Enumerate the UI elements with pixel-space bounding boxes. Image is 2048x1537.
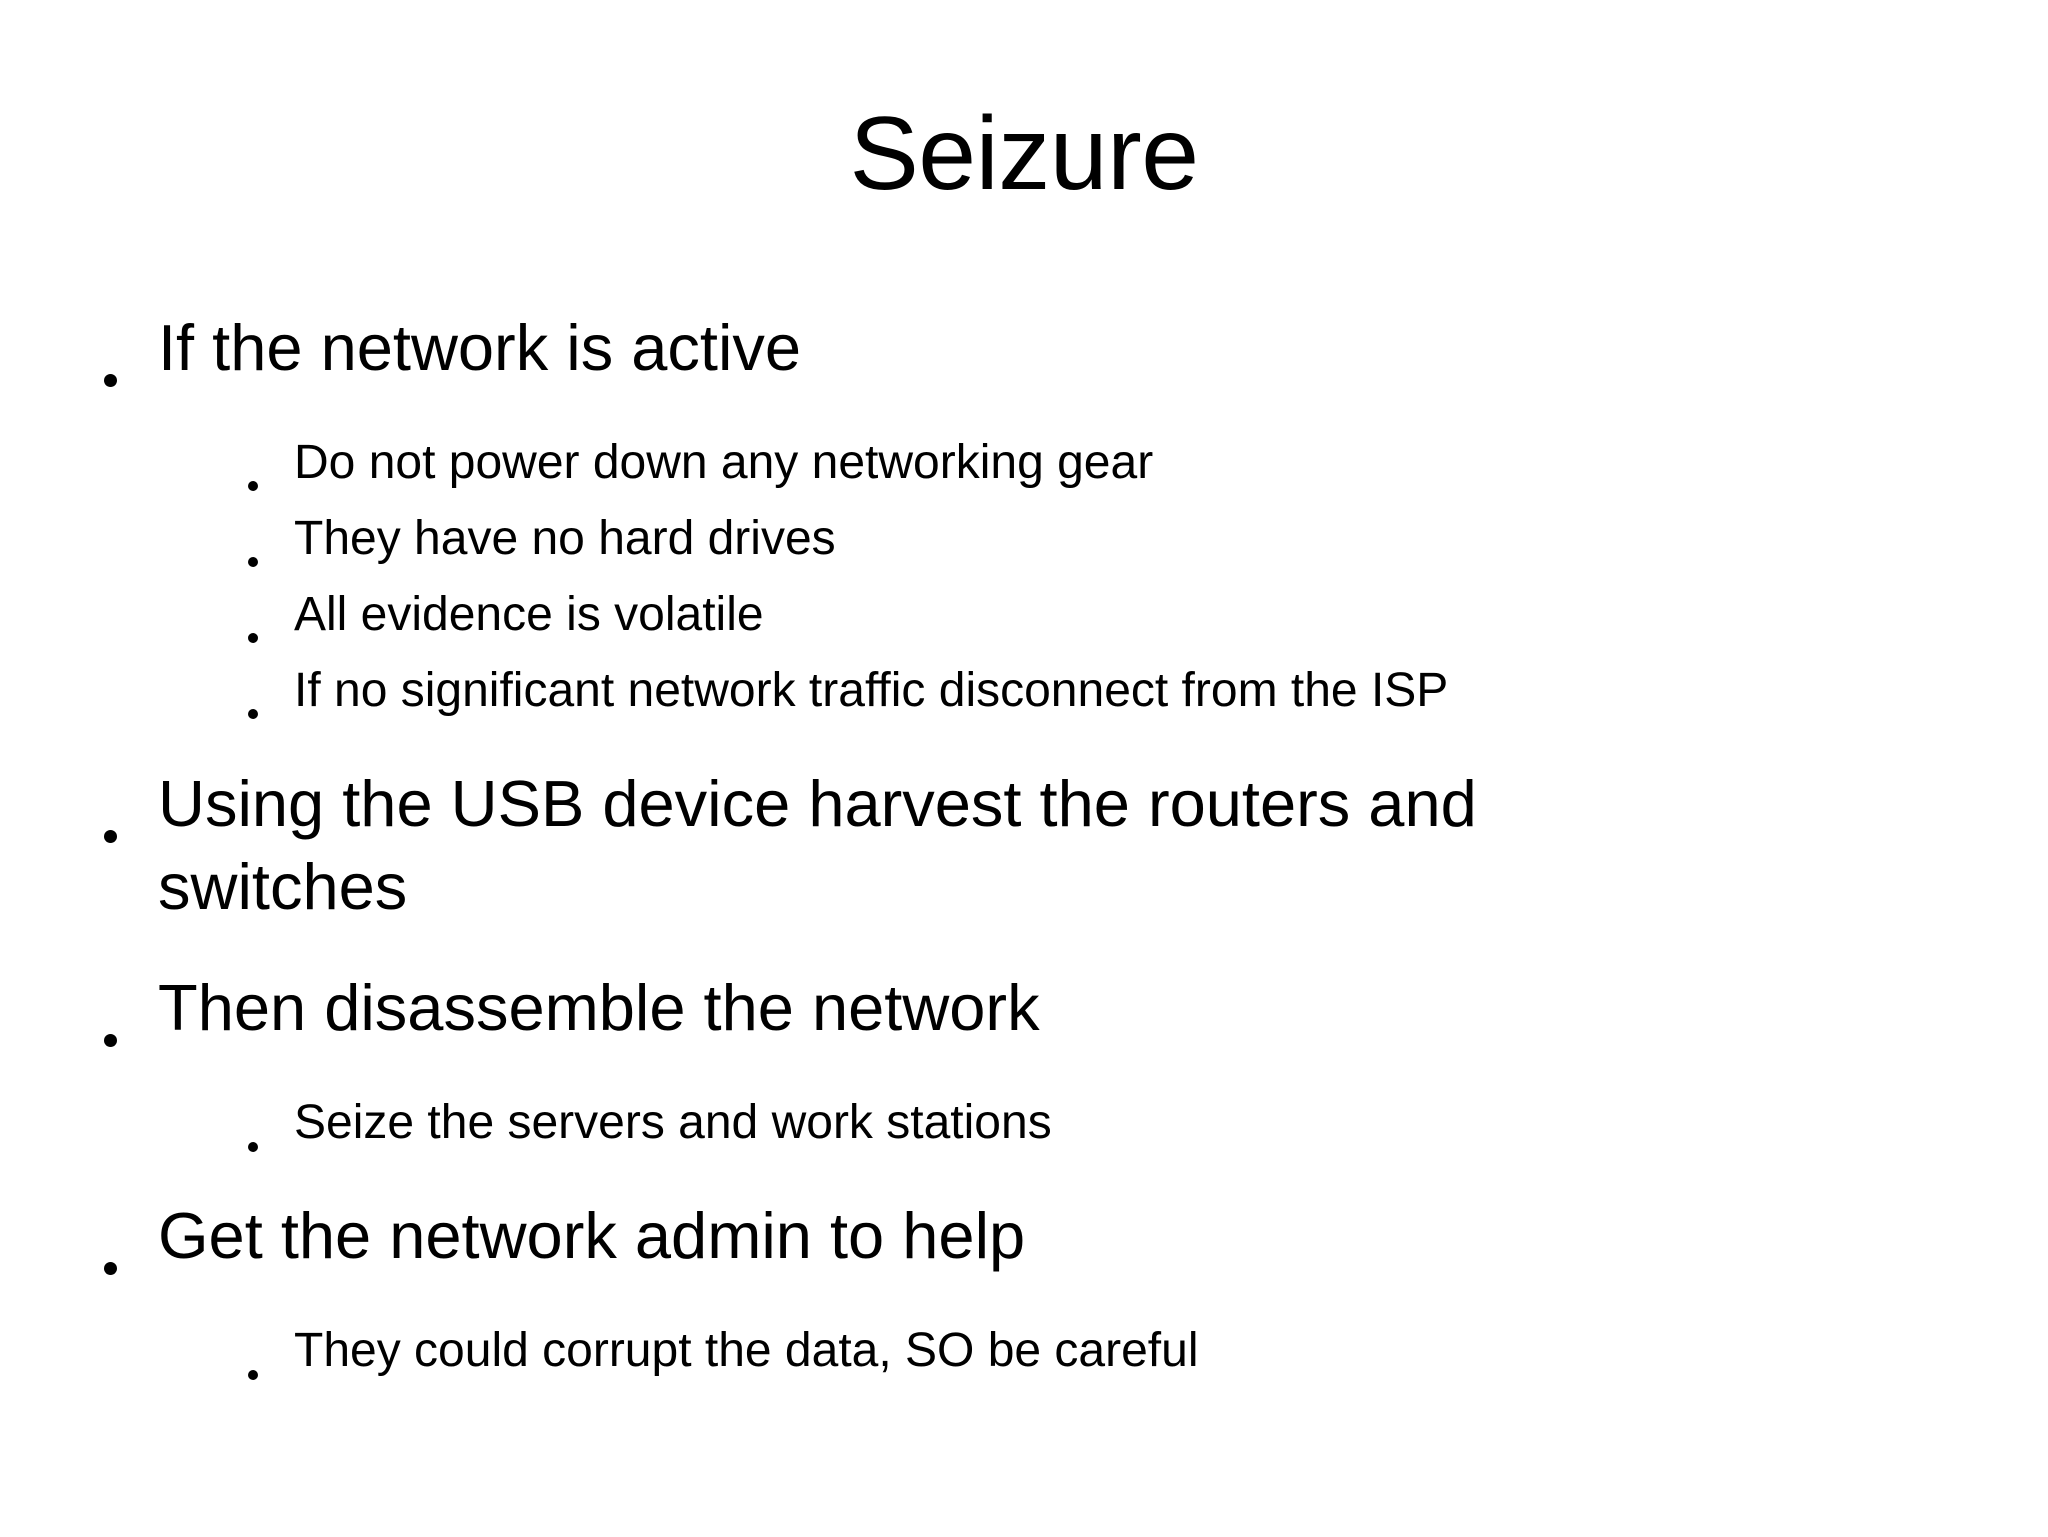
bullet-level1: Get the network admin to help	[96, 1194, 1976, 1290]
bullet-marker-icon	[96, 762, 158, 858]
bullet-level1-label: Get the network admin to help	[158, 1199, 1026, 1273]
bullet-level1: Using the USB device harvest the routers…	[96, 762, 1976, 928]
bullet-level1-label: Using the USB device harvest the routers…	[158, 767, 1477, 924]
page-title: Seizure	[849, 96, 1199, 212]
spacer	[96, 414, 1976, 432]
spacer	[96, 736, 1976, 762]
bullet-marker-icon	[248, 584, 294, 654]
bullet-level2-label: They could corrupt the data, SO be caref…	[294, 1324, 1199, 1378]
bullet-level1-label: Then disassemble the network	[158, 971, 1040, 1045]
bullet-marker-icon	[248, 432, 294, 502]
spacer	[96, 1074, 1976, 1092]
bullet-marker-icon	[96, 1194, 158, 1290]
bullet-level2: They have no hard drives	[248, 508, 1976, 578]
bullet-level2-label: Seize the servers and work stations	[294, 1096, 1052, 1150]
bullet-level2: All evidence is volatile	[248, 584, 1976, 654]
bullet-marker-icon	[248, 1092, 294, 1162]
spacer	[96, 940, 1976, 966]
bullet-marker-icon	[248, 660, 294, 730]
bullet-marker-icon	[248, 1320, 294, 1390]
spacer	[96, 1168, 1976, 1194]
bullet-level1-label: If the network is active	[158, 311, 802, 384]
bullet-level2: Do not power down any networking gear	[248, 432, 1976, 502]
bullet-level2: They could corrupt the data, SO be caref…	[248, 1320, 1976, 1390]
sub-bullet-group: Do not power down any networking gear Th…	[96, 432, 1976, 730]
slide-body: If the network is active Do not power do…	[96, 306, 1976, 1396]
bullet-level2-label: If no significant network traffic discon…	[294, 664, 1449, 717]
spacer	[96, 1302, 1976, 1320]
bullet-level2-label: They have no hard drives	[294, 512, 836, 565]
bullet-level2: Seize the servers and work stations	[248, 1092, 1976, 1162]
bullet-level2: If no significant network traffic discon…	[248, 660, 1976, 730]
bullet-marker-icon	[96, 306, 158, 402]
bullet-marker-icon	[96, 966, 158, 1062]
bullet-level2-label: All evidence is volatile	[294, 588, 764, 641]
bullet-level2-label: Do not power down any networking gear	[294, 436, 1154, 489]
bullet-marker-icon	[248, 508, 294, 578]
sub-bullet-group: Seize the servers and work stations	[96, 1092, 1976, 1162]
sub-bullet-group: They could corrupt the data, SO be caref…	[96, 1320, 1976, 1390]
bullet-level1: If the network is active	[96, 306, 1976, 402]
bullet-level1: Then disassemble the network	[96, 966, 1976, 1062]
